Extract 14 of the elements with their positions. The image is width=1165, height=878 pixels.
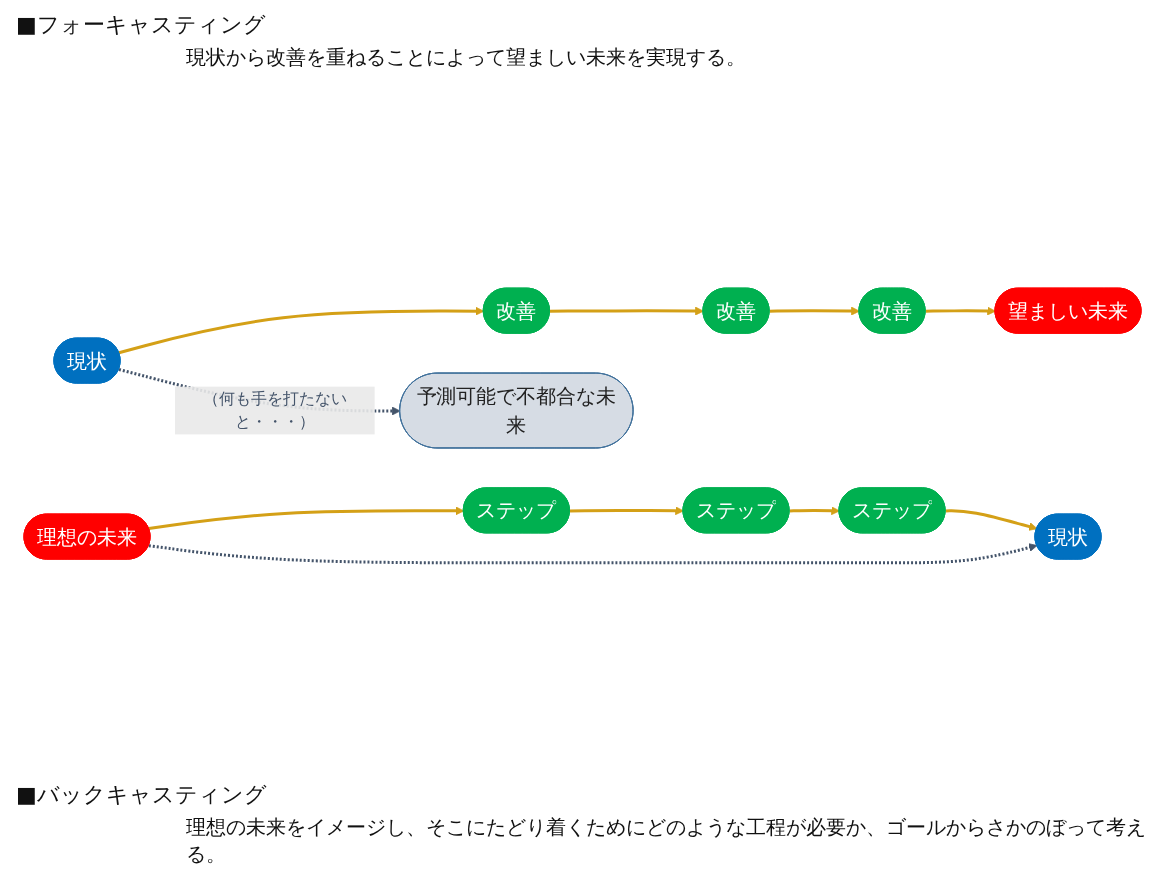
arrow [925, 306, 996, 316]
description-text: 理想の未来をイメージし、そこにたどり着くためにどのような工程が必要か、ゴールからさかのぼって考える。 [186, 814, 1147, 868]
arrow [769, 306, 860, 316]
description-text: 現状から改善を重ねることによって望ましい未来を実現する。 [186, 44, 747, 71]
arrow [569, 506, 684, 516]
arrow [945, 509, 1038, 531]
arrow [148, 506, 465, 530]
arrow [148, 543, 1038, 565]
edge-label: （何も手を打たないと・・・） [202, 388, 347, 432]
arrow [549, 306, 704, 316]
section-heading: ■フォーキャスティング [16, 11, 267, 39]
arrow [789, 506, 840, 516]
section-heading: ■バックキャスティング [16, 781, 268, 809]
arrow [118, 306, 485, 355]
